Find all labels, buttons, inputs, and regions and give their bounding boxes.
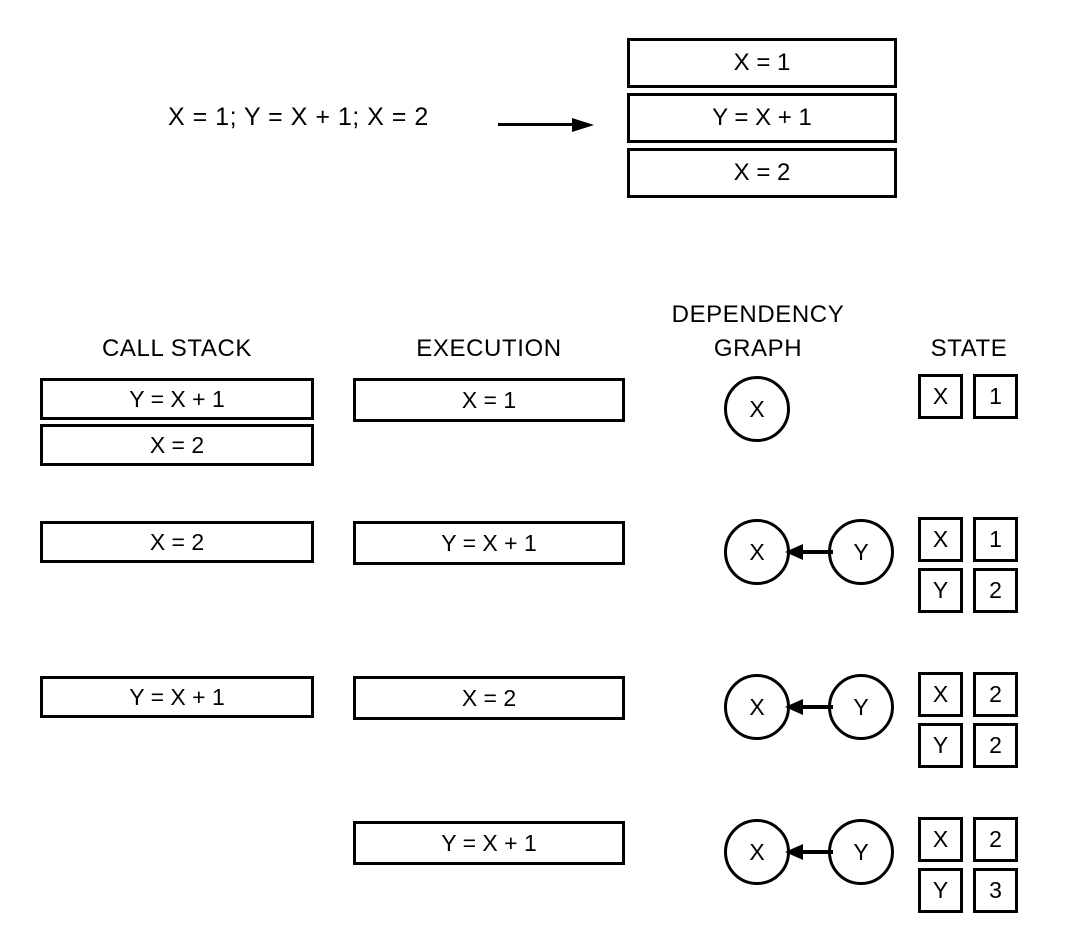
column-header-dependency-graph: DEPENDENCY GRAPH [630,298,886,366]
graph-node-y: Y [828,519,894,585]
column-header-state: STATE [930,335,1008,362]
state-variable-name: X [918,672,963,717]
state-variable-name: Y [918,868,963,913]
state-variable-value: 1 [973,517,1018,562]
call-stack-item: Y = X + 1 [40,378,314,420]
call-stack-item: X = 2 [40,521,314,563]
dependency-edge-arrow-icon [785,544,833,560]
state-variable-name: X [918,817,963,862]
state-entry: Y 3 [918,868,1038,913]
state-entry: X 2 [918,817,1038,862]
program-statement-box: Y = X + 1 [627,93,897,143]
state-cell: X 1 Y 2 [918,517,1038,619]
graph-node-y: Y [828,674,894,740]
dependency-graph-cell: X Y [630,819,894,899]
call-stack-item: X = 2 [40,424,314,466]
state-variable-value: 3 [973,868,1018,913]
column-header-execution: EXECUTION [416,335,562,362]
graph-node-x: X [724,376,790,442]
column-header-call-stack: CALL STACK [101,335,253,362]
execution-statement-box: X = 1 [353,378,625,422]
edge-arrow-head [785,699,803,715]
call-stack-item: Y = X + 1 [40,676,314,718]
edge-arrow-head [785,544,803,560]
state-variable-value: 2 [973,568,1018,613]
state-cell: X 2 Y 2 [918,672,1038,774]
state-cell: X 2 Y 3 [918,817,1038,919]
execution-statement-box: Y = X + 1 [353,521,625,565]
execution-statement-box: X = 2 [353,676,625,720]
call-stack-cell: X = 2 [40,521,314,567]
graph-node-x: X [724,519,790,585]
state-entry: X 1 [918,517,1038,562]
edge-arrow-head [785,844,803,860]
execution-cell: Y = X + 1 [353,521,625,565]
state-variable-value: 2 [973,723,1018,768]
state-entry: Y 2 [918,723,1038,768]
program-statement-box: X = 1 [627,38,897,88]
state-variable-value: 1 [973,374,1018,419]
graph-node-x: X [724,674,790,740]
dependency-graph-cell: X Y [630,519,894,599]
state-cell: X 1 [918,374,1038,425]
state-entry: X 1 [918,374,1038,419]
source-code-text: X = 1; Y = X + 1; X = 2 [168,103,429,131]
state-variable-name: X [918,374,963,419]
graph-node-x: X [724,819,790,885]
column-header-dependency-graph-line1: DEPENDENCY [671,301,845,328]
graph-node-y: Y [828,819,894,885]
state-variable-name: Y [918,568,963,613]
call-stack-cell: Y = X + 1 [40,676,314,722]
state-variable-value: 2 [973,817,1018,862]
execution-statement-box: Y = X + 1 [353,821,625,865]
state-entry: X 2 [918,672,1038,717]
call-stack-cell: Y = X + 1 X = 2 [40,378,314,470]
state-variable-value: 2 [973,672,1018,717]
state-variable-name: Y [918,723,963,768]
edge-shaft [793,705,833,709]
state-entry: Y 2 [918,568,1038,613]
edge-shaft [793,550,833,554]
right-arrow-icon [498,118,594,132]
execution-cell: Y = X + 1 [353,821,625,865]
dependency-edge-arrow-icon [785,699,833,715]
state-variable-name: X [918,517,963,562]
dependency-edge-arrow-icon [785,844,833,860]
edge-shaft [793,850,833,854]
dependency-graph-cell: X Y [630,674,894,754]
dependency-graph-cell: X [630,376,886,456]
execution-cell: X = 1 [353,378,625,422]
column-header-dependency-graph-line2: GRAPH [713,335,803,362]
program-statement-box: X = 2 [627,148,897,198]
execution-cell: X = 2 [353,676,625,720]
arrow-head [572,118,594,132]
arrow-shaft [498,123,576,126]
program-statement-stack: X = 1 Y = X + 1 X = 2 [627,38,897,203]
